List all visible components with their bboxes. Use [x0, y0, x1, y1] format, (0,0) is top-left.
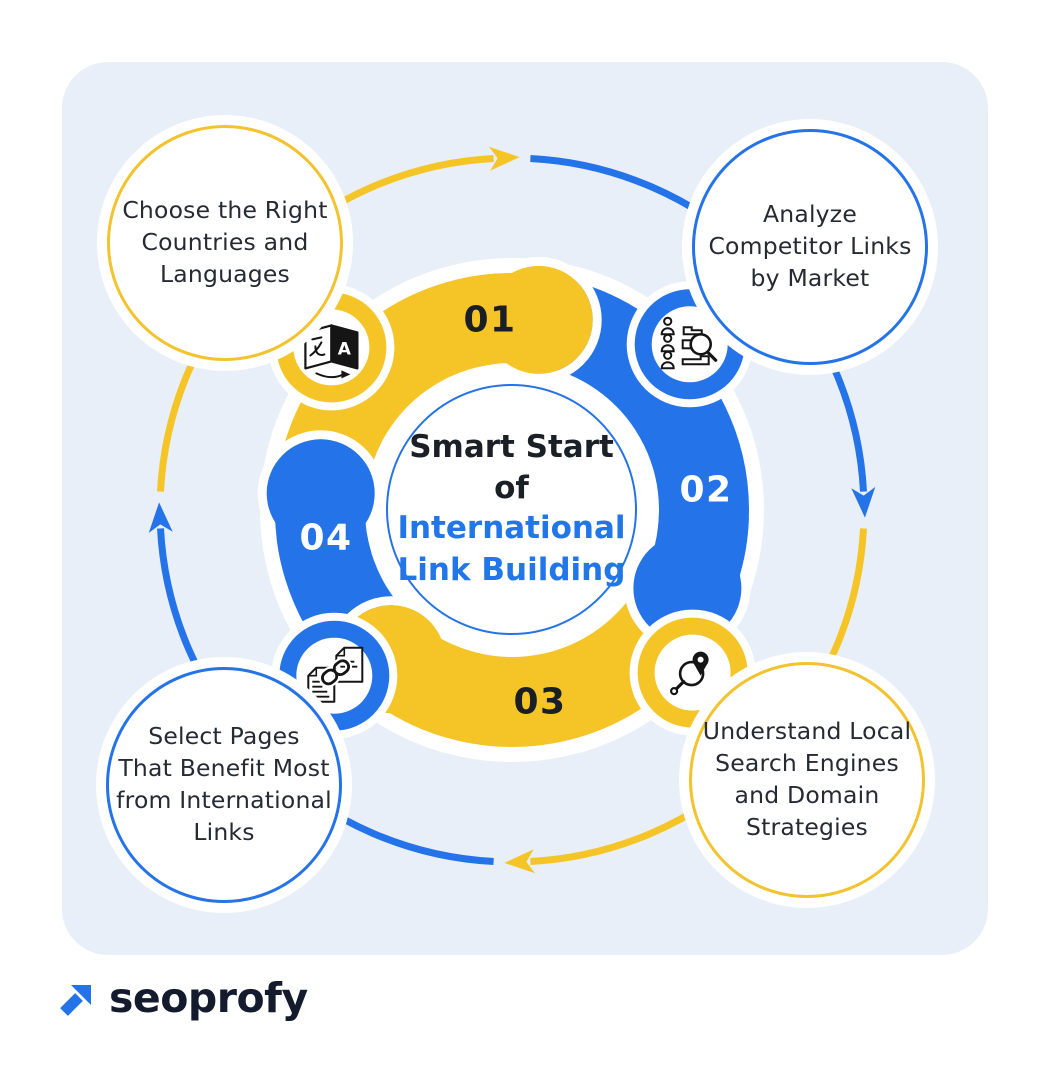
step-2-circle: Analyze Competitor Links by Market: [692, 129, 928, 365]
step-3-label: Understand Local Search Engines and Doma…: [702, 717, 912, 841]
step-3-circle: Understand Local Search Engines and Doma…: [689, 662, 925, 898]
step-3-number: 03: [513, 681, 567, 723]
center-subtitle: International Link Building: [397, 509, 626, 588]
flow-arrowhead-bottom: [504, 849, 535, 874]
step-1-circle: Choose the Right Countries and Languages: [107, 125, 343, 361]
step-4-number: 04: [299, 517, 353, 559]
step-4-circle: Select Pages That Benefit Most from Inte…: [106, 667, 342, 903]
step-4-label: Select Pages That Benefit Most from Inte…: [116, 722, 332, 846]
flow-arrowhead-right: [851, 486, 876, 518]
logo-arrow-icon: [60, 985, 91, 1016]
seoprofy-logo: seoprofy: [54, 974, 308, 1022]
step-2-number: 02: [679, 469, 733, 511]
step-1-label: Choose the Right Countries and Languages: [122, 196, 328, 288]
logo-text: seoprofy: [109, 974, 308, 1022]
step-2-label: Analyze Competitor Links by Market: [708, 200, 912, 292]
center-title: Smart Start of: [409, 429, 614, 506]
svg-text:A: A: [338, 339, 352, 359]
center-circle: Smart Start of International Link Buildi…: [386, 384, 637, 635]
flow-arrowhead-left: [148, 502, 173, 533]
flow-arrowhead-top: [488, 146, 520, 171]
step-1-number: 01: [463, 299, 517, 341]
